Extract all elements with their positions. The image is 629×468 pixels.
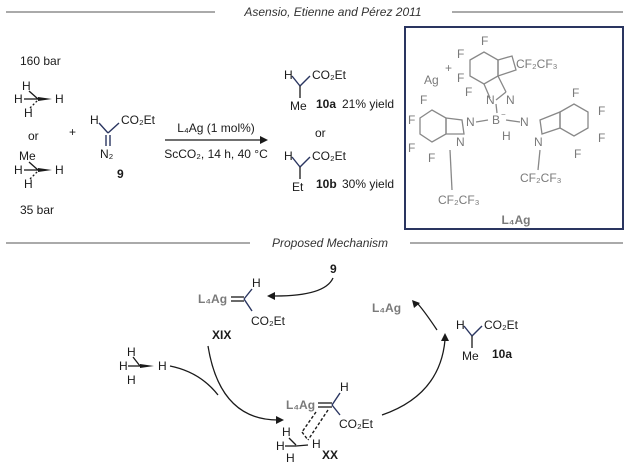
svg-text:H: H (276, 439, 285, 453)
mech-methane: H H H H (119, 345, 167, 387)
svg-text:CO₂Et: CO₂Et (312, 149, 347, 163)
svg-text:H: H (284, 68, 293, 82)
section2-title: Proposed Mechanism (272, 236, 388, 250)
svg-text:F: F (465, 85, 472, 99)
svg-text:N: N (486, 93, 495, 107)
svg-text:−: − (501, 110, 506, 119)
svg-text:H: H (127, 373, 136, 387)
header-title: Asensio, Etienne and Pérez 2011 (243, 5, 421, 19)
svg-text:H: H (24, 106, 33, 120)
svg-text:H: H (24, 177, 33, 191)
svg-text:L₄Ag: L₄Ag (286, 398, 315, 412)
svg-text:F: F (408, 113, 415, 127)
mech-reagent-number: 9 (330, 262, 337, 276)
reagent-number: 9 (117, 167, 124, 181)
intermediate-xx: L₄Ag H CO₂Et H H H H XX (276, 380, 374, 465)
svg-text:CO₂Et: CO₂Et (339, 417, 374, 431)
svg-text:Me: Me (290, 99, 307, 113)
or-label-2: or (315, 126, 326, 140)
svg-text:CO₂Et: CO₂Et (312, 68, 347, 82)
svg-text:XX: XX (322, 448, 338, 462)
svg-text:10a: 10a (316, 97, 336, 111)
svg-text:H: H (90, 113, 99, 127)
svg-text:+: + (445, 61, 452, 75)
ag-label: Ag (424, 73, 439, 87)
product-10b: H CO₂Et Et 10b 30% yield (284, 149, 394, 194)
svg-text:CO₂Et: CO₂Et (251, 314, 286, 328)
plus-sign: + (69, 125, 76, 139)
svg-text:H: H (284, 149, 293, 163)
svg-text:N: N (466, 115, 475, 129)
pressure-methane: 160 bar (20, 54, 61, 68)
svg-text:XIX: XIX (212, 328, 231, 342)
svg-text:F: F (572, 86, 579, 100)
svg-text:10b: 10b (316, 177, 337, 191)
svg-text:H: H (158, 359, 167, 373)
svg-text:L₄Ag: L₄Ag (198, 292, 227, 306)
svg-text:F: F (574, 147, 581, 161)
ethane-structure: Me H H H (14, 149, 64, 191)
svg-text:Et: Et (292, 180, 304, 194)
svg-text:CO₂Et: CO₂Et (121, 113, 156, 127)
svg-text:N: N (520, 115, 529, 129)
catalyst-box-label: L₄Ag (501, 213, 530, 227)
mechanism-arrows (169, 277, 446, 421)
svg-text:H: H (14, 163, 23, 177)
svg-text:H: H (252, 276, 261, 290)
reaction-arrow (165, 136, 268, 144)
svg-text:F: F (408, 141, 415, 155)
svg-text:H: H (456, 318, 465, 332)
svg-text:H: H (502, 129, 511, 143)
svg-text:H: H (340, 380, 349, 394)
svg-text:30% yield: 30% yield (342, 177, 394, 191)
svg-text:H: H (55, 163, 64, 177)
catalyst-box: Ag + F F F F CF₂CF₃ N N B − H F F F (404, 26, 624, 230)
mech-catalyst: L₄Ag (372, 301, 401, 315)
boron-atom: B (492, 113, 500, 127)
section2-rule: Proposed Mechanism (6, 236, 623, 250)
svg-text:H: H (14, 92, 23, 106)
svg-text:F: F (428, 151, 435, 165)
diazo-reagent: H CO₂Et N₂ (90, 113, 156, 161)
svg-text:10a: 10a (492, 347, 512, 361)
svg-text:N: N (506, 93, 515, 107)
svg-text:H: H (282, 425, 291, 439)
intermediate-xix: L₄Ag H CO₂Et XIX (198, 276, 286, 342)
header-rule: Asensio, Etienne and Pérez 2011 (6, 5, 623, 19)
svg-text:H: H (312, 437, 321, 451)
arrow-heads (267, 292, 449, 424)
catalyst-label: L₄Ag (1 mol%) (177, 121, 255, 135)
svg-text:F: F (420, 93, 427, 107)
mech-product-10a: H CO₂Et Me 10a (456, 318, 519, 363)
svg-text:CF₂CF₃: CF₂CF₃ (516, 57, 558, 71)
svg-text:CO₂Et: CO₂Et (484, 318, 519, 332)
svg-text:H: H (22, 79, 31, 93)
svg-text:F: F (598, 131, 605, 145)
svg-text:CF₂CF₃: CF₂CF₃ (520, 171, 562, 185)
pressure-ethane: 35 bar (20, 203, 54, 217)
svg-text:F: F (598, 104, 605, 118)
methane-structure: H H H H (14, 79, 64, 120)
svg-text:Me: Me (462, 349, 479, 363)
svg-text:F: F (457, 47, 464, 61)
svg-text:Me: Me (19, 149, 36, 163)
svg-text:N: N (534, 135, 543, 149)
svg-text:N: N (456, 135, 465, 149)
product-10a: H CO₂Et Me 10a 21% yield (284, 68, 394, 113)
svg-text:H: H (127, 345, 136, 359)
svg-text:CF₂CF₃: CF₂CF₃ (438, 193, 480, 207)
svg-text:H: H (55, 92, 64, 106)
svg-text:N₂: N₂ (100, 147, 114, 161)
svg-text:F: F (481, 34, 488, 48)
svg-text:F: F (457, 71, 464, 85)
conditions-label: ScCO₂, 14 h, 40 °C (164, 147, 268, 161)
svg-text:H: H (286, 451, 295, 465)
or-label-1: or (28, 129, 39, 143)
svg-text:H: H (119, 359, 128, 373)
svg-text:21% yield: 21% yield (342, 97, 394, 111)
